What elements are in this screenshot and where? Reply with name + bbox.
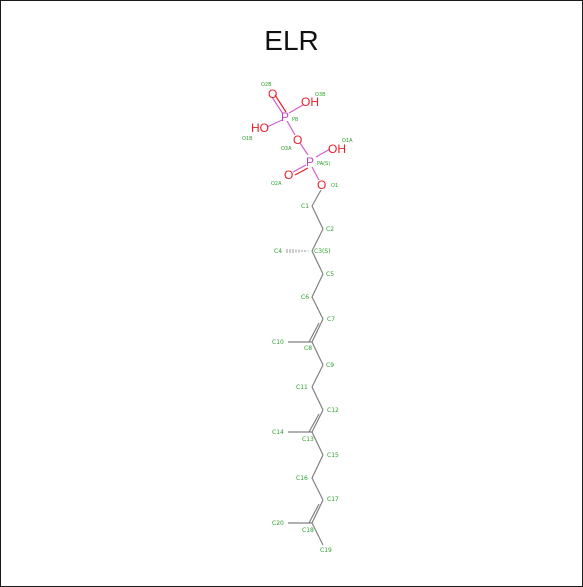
label-o1: O1 <box>331 183 338 189</box>
label-c14: C14 <box>272 429 284 436</box>
bond-c18-c19 <box>311 522 324 546</box>
label-c5: C5 <box>326 271 334 278</box>
atom-o1b: HO <box>251 121 269 135</box>
label-c13: C13 <box>302 436 314 443</box>
bond-pb-o2b-2 <box>274 94 287 113</box>
label-c2: C2 <box>326 226 334 233</box>
atom-labels: O2B O3B PB O1B O3A O1A PA(S) O2A O1 C1 C… <box>242 82 353 554</box>
diagram-title: ELR <box>264 25 319 56</box>
bond-c7-c8-2 <box>308 322 320 343</box>
atom-o2a: O <box>284 168 293 182</box>
bond-c7-c8-1 <box>311 318 324 343</box>
atom-o1a: OH <box>328 142 346 156</box>
atom-pb: P <box>281 110 289 124</box>
label-c18: C18 <box>302 527 314 534</box>
bond-pa-o2a-1 <box>292 164 307 173</box>
label-o3b: O3B <box>315 92 326 98</box>
label-c11: C11 <box>296 384 308 391</box>
bond-c13-c15 <box>311 431 324 456</box>
bond-o3a-pa <box>299 142 309 156</box>
bonds <box>266 94 331 546</box>
label-pa: PA(S) <box>317 161 330 167</box>
atom-symbols: O OH P HO O OH P O O <box>251 87 346 192</box>
bond-c11-c12 <box>311 386 324 411</box>
bond-c16-c17 <box>311 477 324 501</box>
atom-o1: O <box>317 178 326 192</box>
bond-o1-c1 <box>311 189 322 207</box>
label-o1b: O1B <box>242 136 253 142</box>
bond-c15-c16 <box>311 454 324 479</box>
label-o2a: O2A <box>271 181 282 187</box>
label-c3: C3(S) <box>314 248 331 255</box>
label-c9: C9 <box>326 362 334 369</box>
bond-c12-c13-1 <box>311 409 324 433</box>
label-c7: C7 <box>327 316 335 323</box>
label-c17: C17 <box>327 496 339 503</box>
bond-pb-o3b <box>288 104 304 114</box>
label-c15: C15 <box>327 452 339 459</box>
label-o1a: O1A <box>342 138 353 144</box>
bond-c17-c18-1 <box>311 499 324 524</box>
bond-c1-c2 <box>311 205 324 230</box>
atom-o3b: OH <box>301 95 319 109</box>
atom-o2b: O <box>268 87 277 101</box>
atom-pa: P <box>306 155 314 169</box>
label-c10: C10 <box>272 339 284 346</box>
label-pb: PB <box>292 117 299 123</box>
bond-c17-c18-2 <box>308 503 320 524</box>
bond-c6-c7 <box>311 296 324 320</box>
bond-pa-o1a <box>315 148 331 158</box>
label-c12: C12 <box>327 407 339 414</box>
label-c1: C1 <box>301 203 309 210</box>
bond-c12-c13-2 <box>308 413 320 433</box>
bond-c8-c9 <box>311 341 324 366</box>
label-c16: C16 <box>296 475 308 482</box>
hashed-wedge-c3-c4 <box>286 249 309 253</box>
bond-pb-o2b-1 <box>271 96 284 115</box>
label-c20: C20 <box>272 520 284 527</box>
bond-c3-c5 <box>311 250 324 275</box>
bond-c9-c11 <box>311 364 324 388</box>
label-o3a: O3A <box>281 146 292 152</box>
label-c6: C6 <box>301 294 309 301</box>
bond-pa-o1 <box>311 166 320 181</box>
bond-c5-c6 <box>311 273 324 298</box>
bond-pa-o2a-2 <box>294 167 309 176</box>
atom-o3a: O <box>293 133 302 147</box>
bond-pb-o3a <box>286 120 296 136</box>
label-o2b: O2B <box>261 82 272 88</box>
label-c8: C8 <box>304 345 312 352</box>
label-c19: C19 <box>320 547 332 554</box>
bond-c2-c3 <box>311 228 324 252</box>
label-c4: C4 <box>274 248 282 255</box>
bond-pb-o1b <box>266 119 283 128</box>
